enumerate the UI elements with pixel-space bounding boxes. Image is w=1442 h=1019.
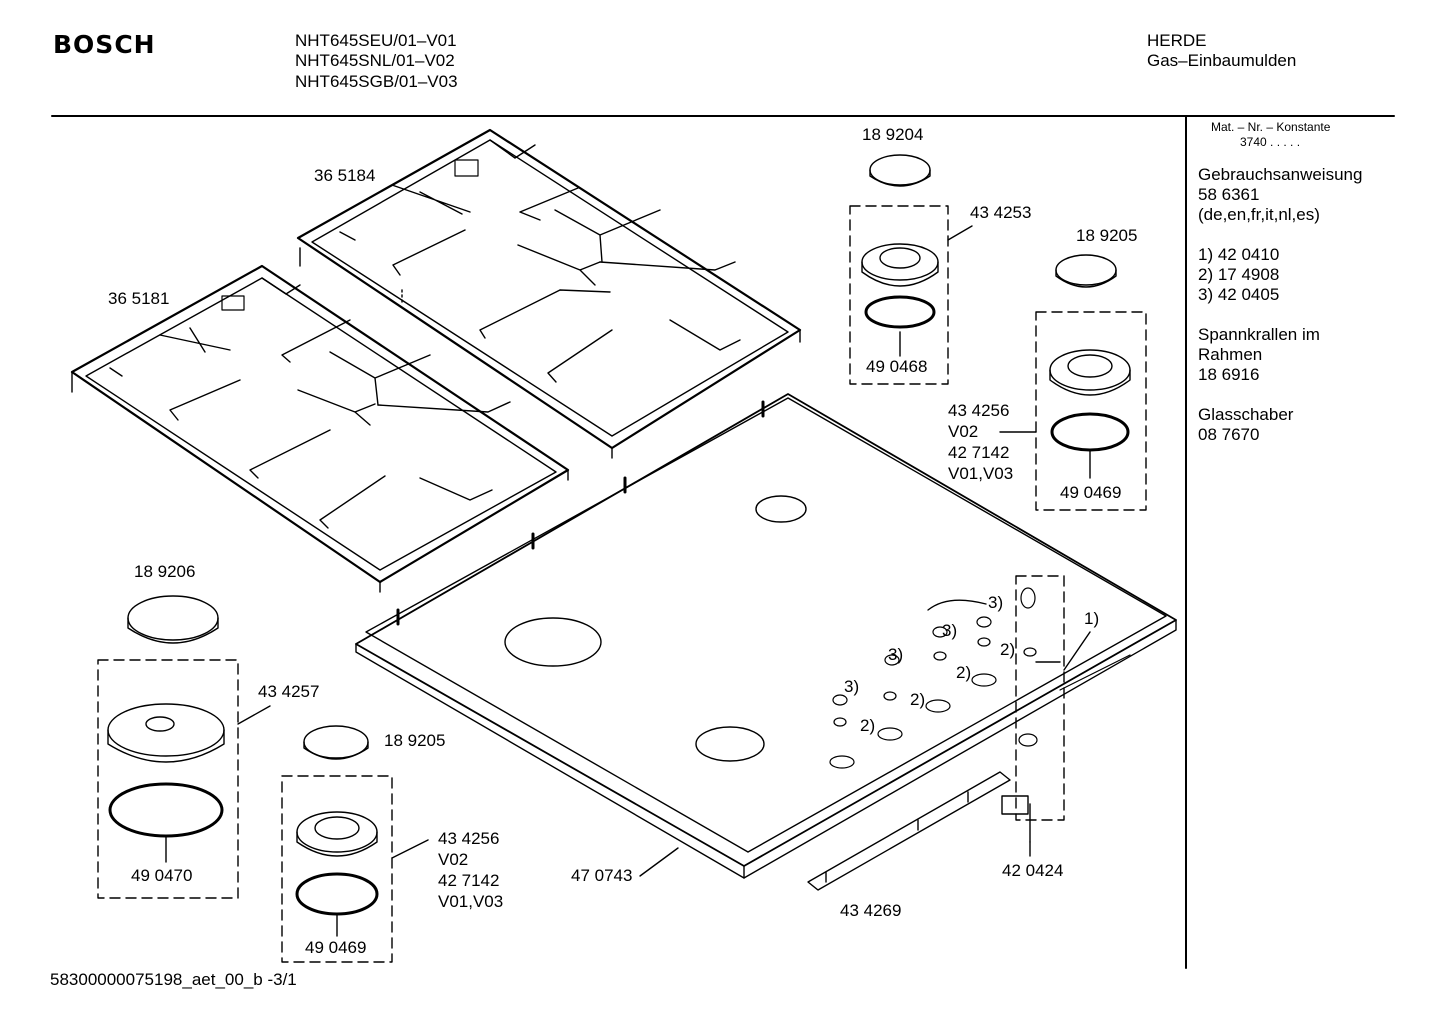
- burner-hole-top: [755, 495, 807, 523]
- label-hob-top: 47 0743: [571, 866, 633, 885]
- footnote-ref-3a: 3): [988, 593, 1004, 612]
- switch-bar: [807, 771, 1011, 891]
- ignition-module: [1001, 795, 1031, 843]
- footnote-ref-1: 1): [1084, 609, 1100, 628]
- clamps-number: 18 6916: [1198, 365, 1260, 384]
- manual-languages: (de,en,fr,it,nl,es): [1198, 205, 1320, 224]
- label-cap-mid-right: 18 9205: [1076, 226, 1138, 245]
- category-subtitle: Gas–Einbaumulden: [1147, 51, 1297, 70]
- label-burner-mid-right-1: 43 4256: [948, 401, 1010, 420]
- pan-support-right: [296, 128, 802, 459]
- footnote-ref-2a: 2): [1000, 640, 1016, 659]
- label-burner-bottom-3: 42 7142: [438, 871, 500, 890]
- footnote-ref-2d: 2): [860, 716, 876, 735]
- burner-hole-large: [504, 617, 602, 667]
- label-burner-left: 43 4257: [258, 682, 320, 701]
- model-number-2: NHT645SNL/01–V02: [295, 51, 455, 70]
- footnote-group: 1) 42 0410 2) 17 4908 3) 42 0405: [1198, 245, 1362, 305]
- model-number-3: NHT645SGB/01–V03: [295, 72, 458, 91]
- label-burner-mid-right-2: V02: [948, 422, 979, 441]
- label-cap-left: 18 9206: [134, 562, 196, 581]
- hob-top-plate: [355, 393, 1177, 879]
- scraper-group: Glasschaber 08 7670: [1198, 405, 1362, 445]
- scraper-title: Glasschaber: [1198, 405, 1294, 424]
- label-ignition: 42 0424: [1002, 861, 1064, 880]
- manual-title: Gebrauchsanweisung: [1198, 165, 1363, 184]
- burner-group-bottom: [281, 725, 429, 963]
- label-burner-top: 43 4253: [970, 203, 1032, 222]
- label-burner-mid-right-3: 42 7142: [948, 443, 1010, 462]
- label-burner-bottom-4: V01,V03: [438, 892, 504, 911]
- footnote-ref-3b: 3): [942, 621, 958, 640]
- burner-group-mid-right: [999, 254, 1147, 511]
- control-parts: [829, 587, 1038, 769]
- ignition-electrode-group: [1015, 575, 1065, 821]
- model-number-1: NHT645SEU/01–V01: [295, 31, 457, 50]
- label-ring-bottom: 49 0469: [305, 938, 367, 957]
- burner-group-top: [849, 154, 973, 385]
- footnote-1: 1) 42 0410: [1198, 245, 1280, 264]
- footnote-3: 3) 42 0405: [1198, 285, 1280, 304]
- label-burner-bottom-2: V02: [438, 850, 469, 869]
- scraper-number: 08 7670: [1198, 425, 1260, 444]
- mat-number-label: Mat. – Nr. – Konstante: [1211, 120, 1331, 134]
- manual-group: Gebrauchsanweisung 58 6361 (de,en,fr,it,…: [1198, 165, 1362, 225]
- label-cap-bottom: 18 9205: [384, 731, 446, 750]
- burner-hole-front: [695, 726, 765, 762]
- document-id: 58300000075198_aet_00_b -3/1: [50, 970, 297, 989]
- footnote-ref-2b: 2): [956, 663, 972, 682]
- footnote-ref-3c: 3): [888, 645, 904, 664]
- label-burner-mid-right-4: V01,V03: [948, 464, 1014, 483]
- label-ring-top: 49 0468: [866, 357, 928, 376]
- label-switch-bar: 43 4269: [840, 901, 902, 920]
- clamps-group: Spannkrallen im Rahmen 18 6916: [1198, 325, 1362, 385]
- manual-number: 58 6361: [1198, 185, 1260, 204]
- footnote-ref-3d: 3): [844, 677, 860, 696]
- burner-group-left: [97, 595, 271, 899]
- label-cap-top: 18 9204: [862, 125, 924, 144]
- label-grate-left: 36 5181: [108, 289, 170, 308]
- mat-number-value: 3740 . . . . .: [1240, 135, 1301, 149]
- label-ring-mid-right: 49 0469: [1060, 483, 1122, 502]
- clamps-line-1: Spannkrallen im: [1198, 325, 1320, 344]
- label-grate-right: 36 5184: [314, 166, 376, 185]
- label-burner-bottom-1: 43 4256: [438, 829, 500, 848]
- brand-logo: BOSCH: [53, 30, 156, 59]
- category-title: HERDE: [1147, 31, 1207, 50]
- footnote-ref-2c: 2): [910, 690, 926, 709]
- pan-support-left: [70, 264, 570, 593]
- footnote-2: 2) 17 4908: [1198, 265, 1280, 284]
- clamps-line-2: Rahmen: [1198, 345, 1263, 364]
- sidebar-notes: Gebrauchsanweisung 58 6361 (de,en,fr,it,…: [1198, 165, 1362, 465]
- label-ring-left: 49 0470: [131, 866, 193, 885]
